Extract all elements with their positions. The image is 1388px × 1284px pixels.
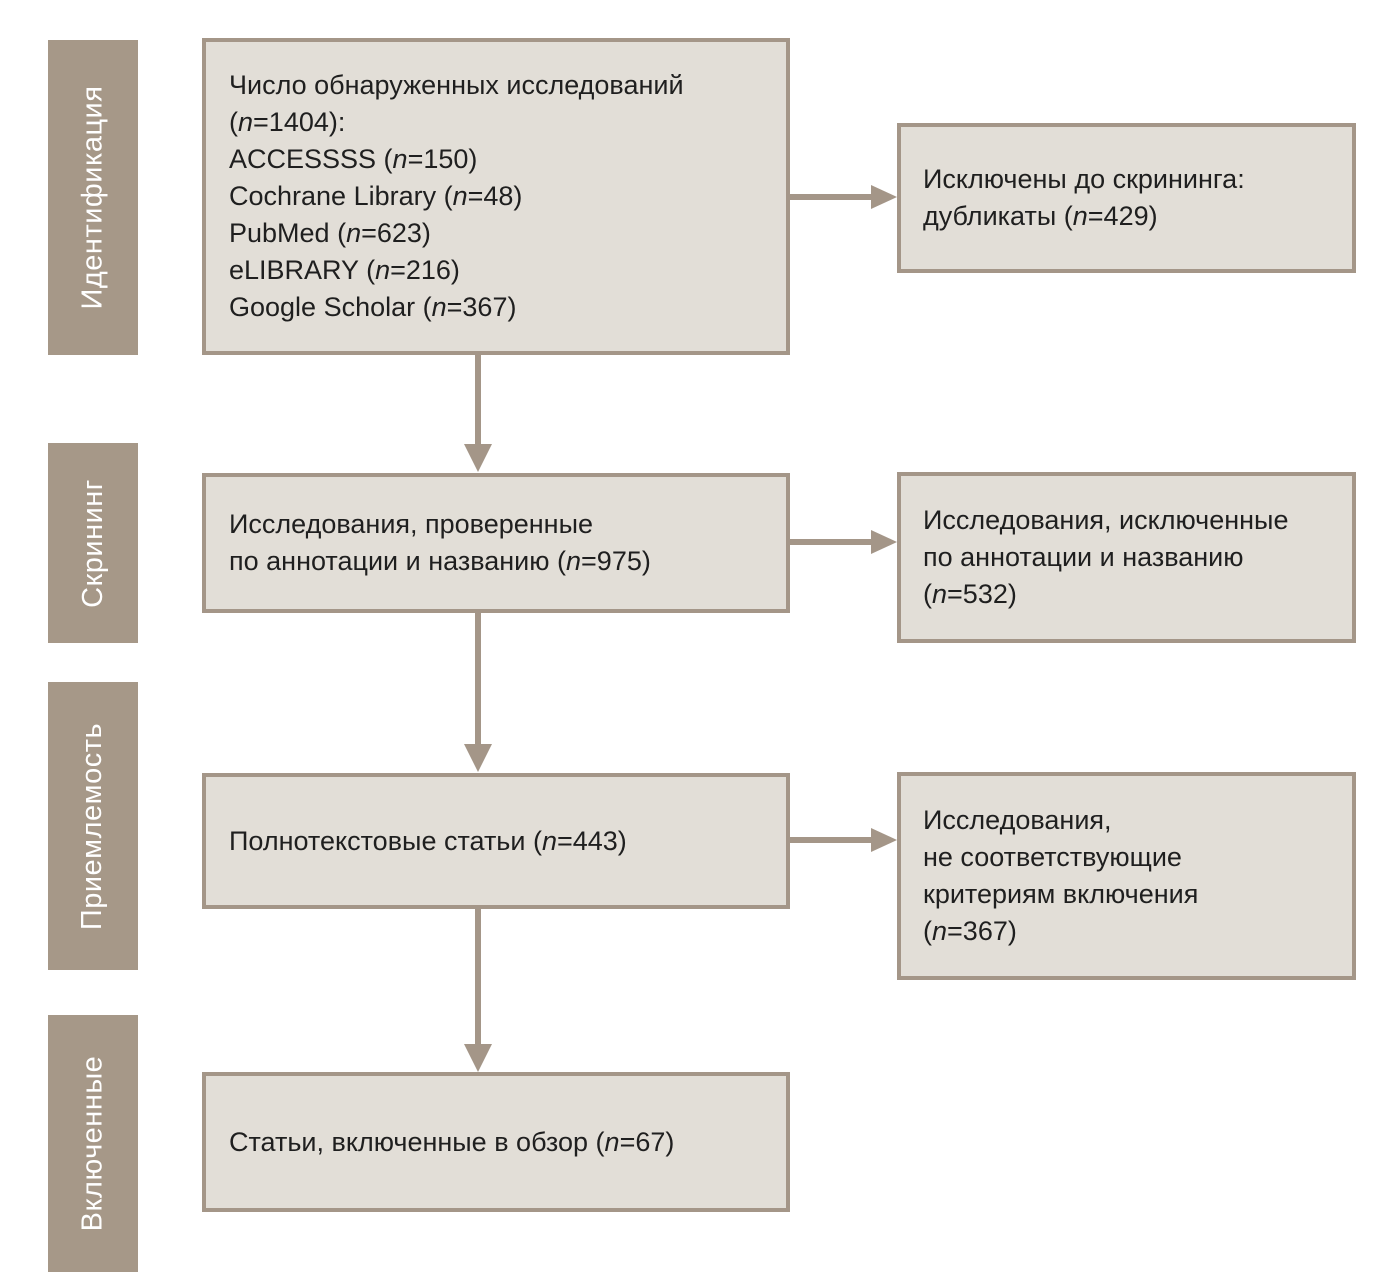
text-line: критериям включения (923, 879, 1199, 909)
text-line: Полнотекстовые статьи (n=443) (229, 825, 627, 856)
arrow-down-identification-to-screening-icon (461, 355, 495, 472)
text-line: PubMed (n=623) (229, 218, 431, 248)
text-line: по аннотации и названию (n=975) (229, 546, 651, 576)
text-line: по аннотации и названию (923, 542, 1244, 572)
stage-label-included: Включенные (76, 1055, 109, 1232)
text-line: Google Scholar (n=367) (229, 292, 517, 322)
arrow-head (464, 744, 492, 772)
box-studies-screened-text: Исследования, проверенные по аннотации и … (229, 506, 776, 580)
stage-label-eligibility: Приемлемость (76, 722, 109, 930)
box-excluded-before-screening-text: Исключены до скрининга: дубликаты (n=429) (923, 161, 1342, 235)
arrow-head (464, 1044, 492, 1072)
text-line: не соответствующие (923, 842, 1182, 872)
stage-bar-eligibility: Приемлемость (48, 682, 138, 970)
box-excluded-before-screening-duplicates: Исключены до скрининга: дубликаты (n=429) (897, 123, 1356, 273)
arrow-head (871, 530, 897, 554)
text-line: Исследования, исключенные (923, 505, 1289, 535)
box-studies-identified-text: Число обнаруженных исследований (n=1404):… (229, 67, 776, 326)
stage-bar-included: Включенные (48, 1015, 138, 1272)
arrow-head (464, 444, 492, 472)
arrow-right-to-not-meeting-criteria-icon (790, 828, 897, 852)
arrow-line (475, 355, 481, 444)
arrow-line (790, 539, 871, 545)
stage-bar-screening: Скрининг (48, 443, 138, 643)
arrow-right-to-excluded-title-abstract-icon (790, 530, 897, 554)
text-line: Статьи, включенные в обзор (n=67) (229, 1126, 675, 1157)
box-excluded-by-title-abstract: Исследования, исключенные по аннотации и … (897, 472, 1356, 643)
box-fulltext-articles: Полнотекстовые статьи (n=443) (202, 773, 790, 909)
box-studies-screened: Исследования, проверенные по аннотации и … (202, 473, 790, 613)
box-articles-included: Статьи, включенные в обзор (n=67) (202, 1072, 790, 1212)
text-line: Cochrane Library (n=48) (229, 181, 523, 211)
stage-label-screening: Скрининг (76, 478, 109, 608)
box-fulltext-articles-text: Полнотекстовые статьи (n=443) (229, 823, 776, 860)
text-line: Исследования, (923, 805, 1112, 835)
text-line: (n=367) (923, 916, 1017, 946)
arrow-down-screening-to-eligibility-icon (461, 613, 495, 772)
arrow-head (871, 185, 897, 209)
arrow-line (790, 194, 871, 200)
arrow-line (475, 909, 481, 1044)
box-articles-included-text: Статьи, включенные в обзор (n=67) (229, 1124, 776, 1161)
text-line: дубликаты (n=429) (923, 201, 1158, 231)
box-not-meeting-inclusion-criteria-text: Исследования, не соответствующие критериям… (923, 802, 1342, 950)
text-line: ACCESSSS (n=150) (229, 144, 478, 174)
arrow-line (475, 613, 481, 744)
arrow-head (871, 828, 897, 852)
box-not-meeting-inclusion-criteria: Исследования, не соответствующие критериям… (897, 772, 1356, 980)
text-line: Число обнаруженных исследований (229, 70, 684, 100)
text-line: Исключены до скрининга: (923, 164, 1245, 194)
stage-bar-identification: Идентификация (48, 40, 138, 355)
box-studies-identified: Число обнаруженных исследований (n=1404):… (202, 38, 790, 355)
stage-label-identification: Идентификация (76, 85, 109, 310)
text-line: (n=1404): (229, 107, 346, 137)
text-line: Исследования, проверенные (229, 509, 594, 539)
arrow-line (790, 837, 871, 843)
text-line: (n=532) (923, 579, 1017, 609)
box-excluded-by-title-abstract-text: Исследования, исключенные по аннотации и … (923, 502, 1342, 613)
arrow-down-eligibility-to-included-icon (461, 909, 495, 1072)
arrow-right-to-duplicates-icon (790, 185, 897, 209)
text-line: eLIBRARY (n=216) (229, 255, 460, 285)
